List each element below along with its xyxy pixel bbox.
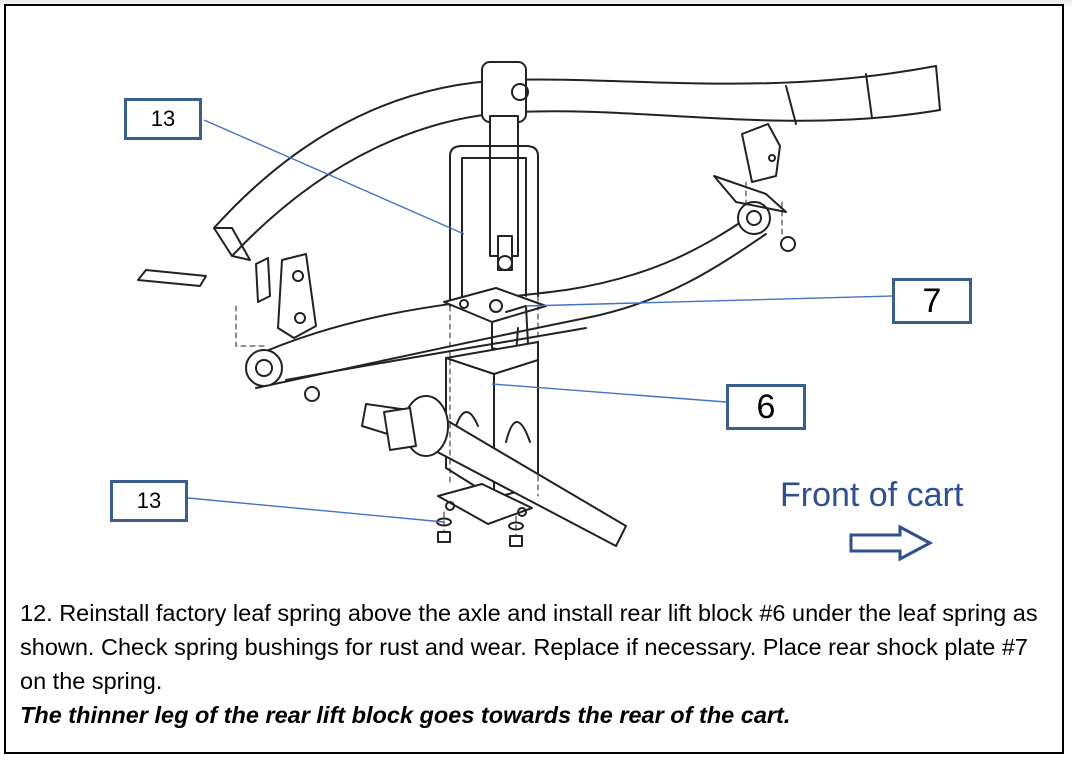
arrow-right-icon — [849, 524, 934, 562]
leader-6 — [491, 383, 727, 403]
front-hanger — [713, 123, 796, 252]
orientation-note: The thinner leg of the rear lift block g… — [20, 702, 791, 728]
front-of-cart-label: Front of cart — [780, 476, 964, 514]
step-text: 12. Reinstall factory leaf spring above … — [20, 600, 1038, 694]
callout-7: 7 — [892, 278, 972, 324]
leader-7 — [525, 295, 893, 307]
leader-lines — [187, 119, 893, 523]
rear-shackle — [137, 253, 320, 402]
leaf-spring — [245, 201, 771, 389]
u-bolt-plate — [437, 483, 533, 525]
u-bolt — [449, 145, 539, 307]
instructions-block: 12. Reinstall factory leaf spring above … — [20, 596, 1060, 732]
axle — [361, 395, 627, 547]
callout-13-bottom: 13 — [110, 480, 188, 522]
leader-13-top — [203, 119, 465, 235]
diagram-frame: 13 7 6 13 Front of cart 12. Reinstall fa… — [4, 4, 1064, 754]
leader-13-bottom — [187, 497, 445, 523]
callout-13-top: 13 — [124, 98, 202, 140]
frame-rail — [213, 65, 941, 261]
suspension-exploded-drawing — [137, 61, 941, 547]
hardware-nuts — [436, 517, 524, 547]
shock-absorber — [481, 61, 529, 271]
callout-6: 6 — [726, 384, 806, 430]
